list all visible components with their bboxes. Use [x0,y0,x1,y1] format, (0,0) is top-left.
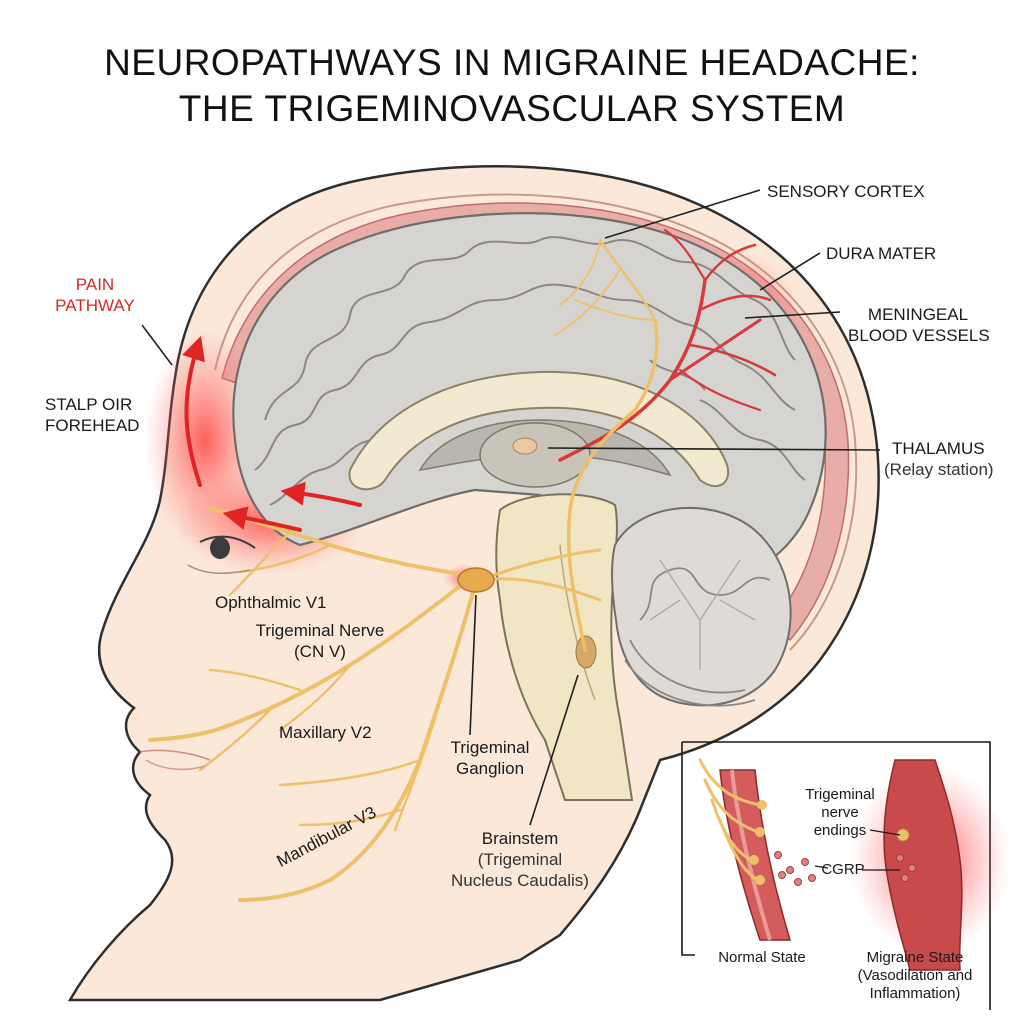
label-meningeal-1: MENINGEAL [867,305,969,324]
label-thalamus: THALAMUS [892,439,985,458]
label-pain-1: PAIN [75,275,115,294]
inset-label-nerve-2: nerve [821,804,859,821]
label-trigeminal-nerve-2: (CN V) [294,642,346,661]
label-brainstem-2: (Trigeminal [477,850,563,869]
inset-label-normal: Normal State [718,949,806,966]
meningeal-blood-vessels [558,228,777,462]
inset-panel [681,741,1010,1010]
label-ophthalmic: Ophthalmic V1 [215,593,327,612]
inset-label-migraine-1: Migraine State [866,949,964,966]
inset-label-nerve-3: endings [813,822,867,839]
label-thalamus-sub: (Relay station) [884,460,994,479]
inset-label-nerve-1: Trigeminal [805,786,875,803]
label-brainstem-1: Brainstem [481,829,559,848]
label-scalp-1: STALP OIR [45,395,133,414]
label-scalp-2: FOREHEAD [45,416,140,435]
inset-label-cgrp: CGRP [821,861,865,878]
inset-label-migraine-3: Inflammation) [869,985,961,1002]
label-ganglion-1: Trigeminal [450,738,530,757]
leader-lines [141,189,881,826]
label-meningeal-2: BLOOD VESSELS [848,326,990,345]
cerebellum [611,506,792,707]
inset-label-migraine-2: (Vasodilation and [857,967,973,984]
label-trigeminal-nerve-1: Trigeminal Nerve [255,621,385,640]
pain-arrows [182,335,362,532]
label-sensory-cortex: SENSORY CORTEX [767,182,925,201]
label-pain-2: PATHWAY [55,296,135,315]
title-line-2: THE TRIGEMINOVASCULAR SYSTEM [178,88,846,129]
face-features [139,535,256,771]
trigeminal-ganglion [457,567,495,593]
brainstem [495,493,634,801]
nerve-pathway-central [554,238,659,652]
label-brainstem-3: Nucleus Caudalis) [451,871,589,890]
label-maxillary: Maxillary V2 [279,723,372,742]
title-line-1: NEUROPATHWAYS IN MIGRAINE HEADACHE: [104,42,920,83]
label-ganglion-2: Ganglion [455,759,525,778]
label-dura-mater: DURA MATER [826,244,937,263]
